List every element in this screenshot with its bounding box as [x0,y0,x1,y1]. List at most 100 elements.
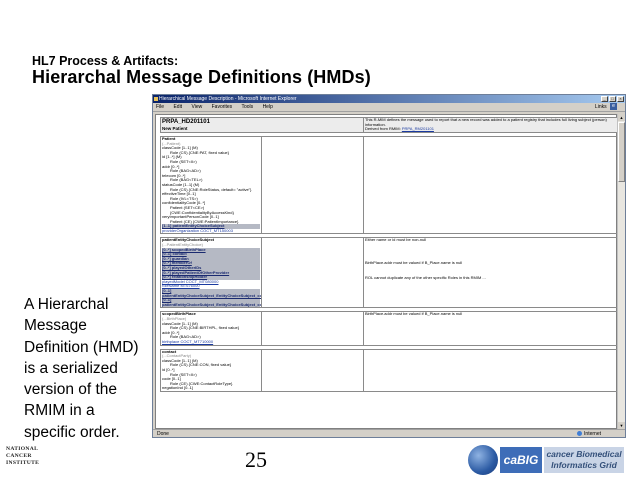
menu-favorites[interactable]: Favorites [211,104,233,110]
association-link[interactable]: [0..*] playedPatientOfOtherProvider [162,269,230,275]
side-text-line: specific order. [24,423,120,441]
note: Either name or id must be non-null [364,237,427,243]
attribute-name: id [0..*] [162,366,175,372]
role-name-link[interactable]: roleName MT676000 [162,283,200,289]
association-link[interactable]: [0..*] scopedBirthPlace [162,246,206,252]
maximize-button[interactable]: □ [609,96,616,102]
note: BirthPlace.addr must be valued if B_Plac… [364,311,463,317]
page-content: PRPA_HD201101 New Patient This R-MIM def… [155,114,619,429]
association-link[interactable]: [0..*] playedOtherIDs [162,265,202,271]
hmd-description: This R-MIM defines the message used to r… [364,117,607,127]
attribute-type: Role (BAG<AD>) [170,334,201,340]
birthplace-link[interactable]: birthplace COCT_MT710000 [162,338,214,344]
scroll-thumb[interactable] [618,122,625,182]
vertical-scrollbar[interactable]: ▲ ▼ [617,114,625,429]
section-title: scopedBirthPlace [162,311,196,317]
attribute-name: addr [0..*] [162,163,180,169]
nci-logo: NATIONAL CANCER INSTITUTE [6,446,46,474]
association-link[interactable]: [0..*] memberOf [162,260,192,266]
links-area: Links e [595,103,619,112]
cabig-wordmark: caBIG [500,447,542,473]
cabig-tagline-line1: cancer Biomedical [546,449,622,459]
section-title: Patient [162,136,176,141]
contact-notes [362,348,619,392]
zone-label: Internet [584,431,601,437]
association-link[interactable]: [0..*] guardian [162,255,189,261]
nci-logo-line: CANCER [6,452,32,459]
close-button[interactable]: × [617,96,624,102]
section-subtitle: (...BirthPlace) [162,315,187,321]
attribute-type: Role (SET<II>) [170,158,197,164]
birthplace-notes: BirthPlace.addr must be valued if B_Plac… [362,311,619,346]
highlight-row: [0..*] scopedBirthPlace [162,246,261,253]
played-model-link[interactable]: playedModel COCT_MT080000 [162,278,219,284]
menu-tools[interactable]: Tools [241,104,254,110]
birthplace-attributes: scopedBirthPlace (...BirthPlace) classCo… [159,311,263,346]
attribute-name: negationInd [0..1] [162,385,193,391]
highlight-row: [0..*] relationshipHolder [162,274,261,280]
association-link[interactable]: [0..1] patientEntityChoiceSubject_Entity… [162,288,262,298]
attribute-list: classCode [1..1] (M)Role (CS) {CNE:CON, … [162,357,260,391]
attribute-type: Patient (SET<CE>) {CWE:ConfidentialityBy… [170,204,234,215]
hmd-id: PRPA_HD201101 [162,119,210,125]
highlight-row: [0..*] playedPatientOfOtherProvider [162,269,261,276]
browser-titlebar: Hierarchical Message Description - Micro… [153,95,625,103]
nci-logo-line: NATIONAL [6,446,39,452]
association-link[interactable]: [1..1] patientEntityChoiceSubject [162,223,225,229]
cabig-logo: caBIG cancer Biomedical Informatics Grid [466,444,626,476]
patient-section: Patient (...Patient) classCode [1..1] (M… [159,135,619,235]
side-text-line: is a serialized [24,359,118,377]
attribute-type: Role (SET<II>) [170,371,197,377]
rmim-link[interactable]: PRPA_RM201101 [401,126,434,132]
scroll-up-icon[interactable]: ▲ [618,114,625,121]
links-button[interactable]: Links [594,104,607,110]
hmd-header-row: PRPA_HD201101 New Patient This R-MIM def… [160,117,619,133]
attribute-name: classCode [1..1] (M) [162,320,198,326]
nci-logo-line: INSTITUTE [6,459,40,466]
menu-edit[interactable]: Edit [173,104,183,110]
window-controls: _ □ × [601,96,624,102]
slide-title: Hierarchal Message Definitions (HMDs) [32,67,371,87]
side-text-line: Definition (HMD) [24,338,139,356]
menu-help[interactable]: Help [262,104,273,110]
highlight-row: [1..1] patientEntityChoiceSubject [162,223,261,229]
scroll-down-icon[interactable]: ▼ [618,422,625,429]
hmd-table: PRPA_HD201101 New Patient This R-MIM def… [159,117,619,392]
status-text: Done [157,431,169,437]
section-subtitle: (...PatientEntityChoice) [162,242,203,248]
hmd-derived: Derived from RMIM: PRPA_RM201101 [365,126,616,132]
menu-bar: File Edit View Favorites Tools Help Link… [153,103,625,112]
browser-window: Hierarchical Message Description - Micro… [152,94,626,438]
minimize-button[interactable]: _ [601,96,608,102]
birthplace-section: scopedBirthPlace (...BirthPlace) classCo… [159,311,619,346]
attribute-name: veryImportantPersonCode [0..1] [162,214,219,220]
note: BirthPlace.addr must be valued if B_Plac… [364,260,463,266]
association-list: [0..*] scopedBirthPlace[0..1] contact[0.… [162,246,261,280]
contact-section: contact (...ContactParty) classCode [1..… [159,348,619,392]
security-zone: Internet [577,430,601,437]
highlight-row: [0..1] patientEntityChoiceSubject_Entity… [162,288,262,299]
hmd-header-desc-cell: This R-MIM defines the message used to r… [362,117,619,133]
side-text-line: version of the [24,381,118,399]
patient-notes [362,135,619,235]
cabig-tagline: cancer Biomedical Informatics Grid [544,447,624,473]
birthplace-mid-col [261,311,364,346]
slide-kicker: HL7 Process & Artifacts: [32,54,179,68]
menu-view[interactable]: View [191,104,203,110]
attribute-type: Role (CS) {CNE:CON, fixed value} [170,362,232,368]
attribute-name: classCode [1..1] (M) [162,145,198,151]
attribute-type: Role (BAG<AD>) [170,168,201,174]
menu-file[interactable]: File [156,104,165,110]
pecs-notes: Either name or id must be non-null Birth… [362,237,619,309]
pecs-section: patientEntityChoiceSubject (...PatientEn… [159,237,619,309]
association-link[interactable]: [0..1] patientEntityChoiceSubject_Entity… [162,297,262,307]
globe-icon [577,431,583,437]
attribute-name: confidentialityCode [0..*] [162,200,206,206]
attribute-name: classCode [1..1] (M) [162,357,198,363]
contact-attributes: contact (...ContactParty) classCode [1..… [159,348,263,392]
highlight-row: [0..*] guardian [162,255,261,262]
association-link[interactable]: [0..1] contact [162,251,187,257]
provider-link[interactable]: providerOrganization COCT_MT150003 [162,227,233,233]
attribute-type: Role (CS) {CNE:BIRTHPL, fixed value} [170,325,240,331]
association-link[interactable]: [0..*] relationshipHolder [162,274,208,280]
